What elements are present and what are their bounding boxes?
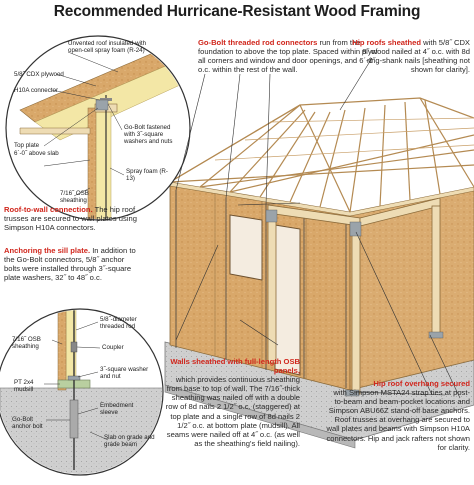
label-threaded-rod: 5/8˝-diameter threaded rod	[100, 316, 137, 331]
callout-sill-plate-body: In addition to the Go-Bolt connectors, 5…	[4, 246, 136, 283]
callout-leaders	[175, 57, 461, 399]
callout-overhang-body: with Simpson MSTA24 strap ties at post-t…	[326, 388, 470, 452]
callout-hip-roof-head: Hip roofs sheathed	[352, 38, 422, 47]
diagram-title: Recommended Hurricane-Resistant Wood Fra…	[53, 3, 421, 20]
label-osb-sheathing-top: 7/16˝ OSB sheathing	[60, 190, 89, 205]
label-washer-nut: 3˝-square washer and nut	[100, 366, 149, 381]
label-above-slab: 6´-0˝ above slab	[14, 150, 59, 157]
callout-sill-plate-head: Anchoring the sill plate.	[4, 246, 91, 255]
house-framing	[164, 97, 474, 449]
callout-overhang-head: Hip roof overhang secured	[373, 379, 470, 388]
callout-hip-roof-body: with 5/8˝ CDX plywood nailed at 4˝ o.c. …	[361, 38, 470, 75]
callout-walls-body: which provides continuous sheathing from…	[165, 375, 300, 448]
callout-sill-plate: Anchoring the sill plate. In addition to…	[4, 246, 142, 282]
label-cdx-plywood: 5/8˝ CDX plywood	[14, 71, 64, 78]
callout-gobolt: Go-Bolt threaded rod connectors run from…	[198, 38, 378, 74]
overhang-post	[267, 212, 277, 364]
window-opening	[229, 214, 263, 281]
label-coupler: Coupler	[102, 344, 124, 351]
label-embedment-sleeve: Embedment sleeve	[100, 402, 134, 417]
callout-walls-sheathed: Walls sheathed with full-length OSB pane…	[160, 357, 300, 448]
label-anchor-bolt: Go-Bolt anchor bolt	[12, 416, 43, 431]
callout-gobolt-head: Go-Bolt threaded rod connectors	[198, 38, 318, 47]
label-h10a-connector: H10A connector	[14, 87, 59, 94]
label-unvented-roof: Unvented roof insulated with open-cell s…	[68, 40, 147, 55]
label-slab-grade-beam: Slab on grade and grade beam	[104, 434, 155, 449]
label-top-plate: Top plate	[14, 142, 40, 149]
label-spray-foam: Spray foam (R-13)	[126, 168, 168, 183]
callout-walls-head: Walls sheathed with full-length OSB pane…	[170, 357, 300, 376]
callout-roof-to-wall-head: Roof-to-wall connection.	[4, 205, 93, 214]
detail-bottom-sill	[0, 308, 164, 476]
callout-roof-to-wall: Roof-to-wall connection. The hip roof tr…	[4, 205, 142, 232]
label-pt-mudsill: PT 2x4 mudsill	[14, 379, 34, 394]
callout-overhang: Hip roof overhang secured with Simpson M…	[326, 379, 470, 452]
label-osb-sheathing-bottom: 7/16˝ OSB sheathing	[12, 336, 41, 351]
detail-top-roof-wall	[5, 35, 191, 221]
callout-roof-to-wall-body: The hip roof trusses are secured to wall…	[4, 205, 137, 233]
callout-gobolt-body: run from the foundation to above the top…	[198, 38, 378, 75]
callout-hip-roof: Hip roofs sheathed with 5/8˝ CDX plywood…	[352, 38, 470, 74]
label-gobolt-fastened: Go-Bolt fastened with 3˝-square washers …	[124, 124, 173, 146]
door-opening	[274, 224, 301, 376]
